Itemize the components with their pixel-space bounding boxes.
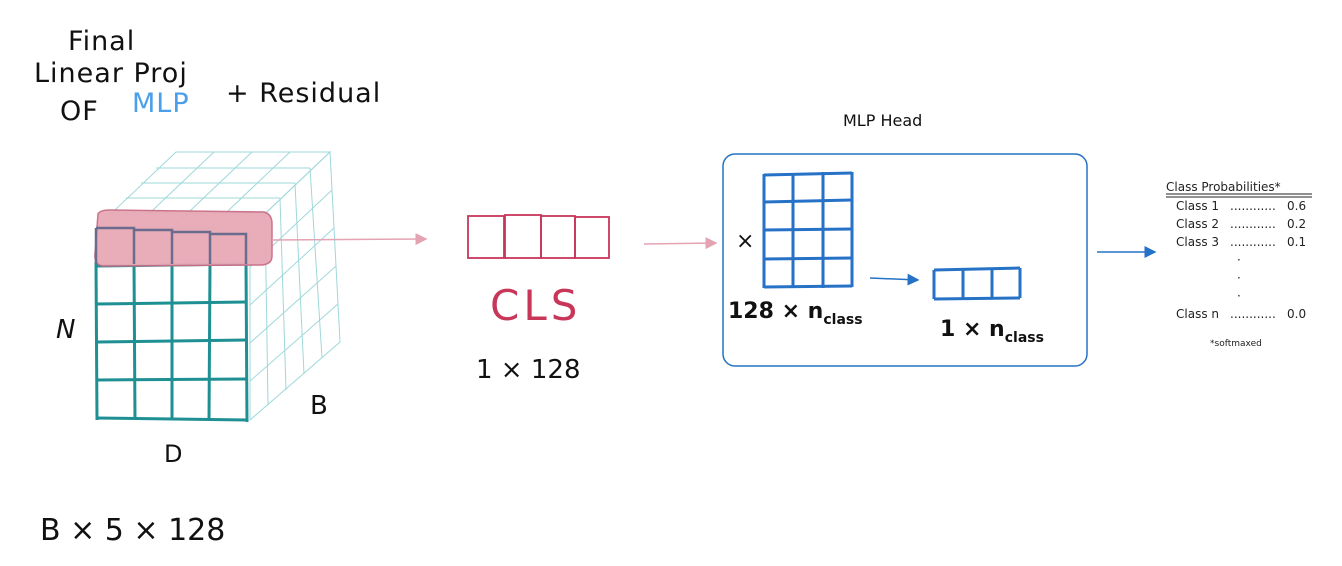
probs-row-value: 0.0 (1287, 307, 1306, 321)
probs-row-label: Class n (1176, 307, 1219, 321)
probs-row-value: 0.2 (1287, 217, 1306, 231)
probs-ellipsis-2: · (1237, 271, 1241, 285)
tensor-label-b: B (310, 391, 328, 421)
tensor-cube: N D B B × 5 × 128 (40, 150, 341, 548)
arrow-tensor-to-cls (271, 233, 428, 246)
cls-label: CLS (490, 281, 581, 330)
probs-row-n: Class n ............ 0.0 (1176, 307, 1306, 321)
probs-row-2: Class 2 ............ 0.2 (1176, 217, 1306, 231)
title-line-3-prefix: OF (60, 96, 99, 127)
class-probabilities: Class Probabilities* Class 1 ...........… (1166, 180, 1312, 349)
tensor-shape-label: B × 5 × 128 (40, 513, 225, 548)
probs-row-label: Class 1 (1176, 199, 1219, 213)
mlp-multiply-sign: × (736, 229, 754, 254)
title-mlp-accent: MLP (132, 88, 190, 119)
title-block: Final Linear Proj OF MLP + Residual (34, 26, 381, 127)
title-line-1: Final (68, 26, 135, 57)
probs-ellipsis-3: · (1237, 289, 1241, 303)
probs-row-dots: ............ (1230, 307, 1276, 321)
mlp-head: MLP Head × 128 × nclass 1 × nclass (722, 111, 1088, 367)
mlp-head-title: MLP Head (843, 111, 922, 130)
probs-row-1: Class 1 ............ 0.6 (1176, 199, 1306, 213)
probs-row-value: 0.6 (1287, 199, 1306, 213)
mlp-weight-shape: 128 × nclass (728, 299, 863, 328)
mlp-output-shape: 1 × nclass (940, 317, 1044, 346)
arrow-cls-to-mlp (643, 237, 718, 250)
probs-row-dots: ............ (1230, 217, 1276, 231)
tensor-front-grid (94, 261, 249, 423)
tensor-label-n: N (56, 315, 75, 345)
probs-row-label: Class 2 (1176, 217, 1219, 231)
probs-row-3: Class 3 ............ 0.1 (1176, 235, 1306, 249)
arrow-weight-to-output (869, 273, 920, 286)
probs-ellipsis-1: · (1237, 253, 1241, 267)
mlp-output-vector (932, 266, 1022, 301)
cls-vector (467, 214, 610, 259)
title-suffix: + Residual (226, 78, 381, 109)
mlp-head-box (722, 153, 1088, 367)
mlp-weight-matrix (762, 171, 854, 289)
probs-row-dots: ............ (1230, 235, 1276, 249)
tensor-label-d: D (164, 440, 182, 468)
tensor-cls-row (94, 209, 273, 267)
cls-shape-label: 1 × 128 (476, 355, 580, 385)
probs-header: Class Probabilities* (1166, 180, 1281, 194)
title-line-2: Linear Proj (34, 58, 188, 89)
probs-row-value: 0.1 (1287, 235, 1306, 249)
tensor-depth-grid (94, 150, 341, 422)
probs-row-label: Class 3 (1176, 235, 1219, 249)
probs-row-dots: ............ (1230, 199, 1276, 213)
cls-token: CLS 1 × 128 (467, 214, 610, 385)
probs-footnote: *softmaxed (1210, 339, 1262, 349)
